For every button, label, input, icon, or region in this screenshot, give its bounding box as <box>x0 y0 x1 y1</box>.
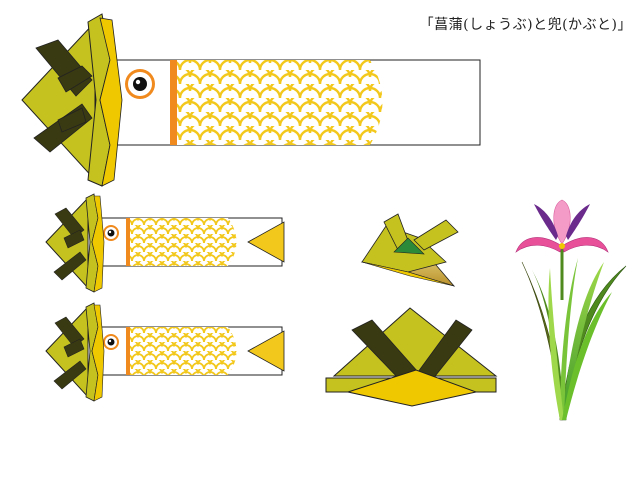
orange-stripe <box>126 218 130 266</box>
fish-scales <box>128 218 237 266</box>
iris-flower-icon <box>515 199 627 421</box>
kabuto-helmet-icon <box>45 302 105 402</box>
tail-fin <box>247 330 285 372</box>
koinobori-small-1 <box>45 193 285 293</box>
fish-eye-icon <box>125 69 155 99</box>
koinobori-small-2 <box>45 302 285 402</box>
fish-scales <box>128 327 237 375</box>
koinobori-large <box>21 13 481 187</box>
fish-scales <box>170 60 383 145</box>
orange-stripe <box>126 327 130 375</box>
caption-title: 「菖蒲(しょうぶ)と兜(かぶと)」 <box>419 17 632 33</box>
kabuto-helmet-icon <box>45 193 105 293</box>
fish-eye-icon <box>103 225 119 241</box>
kabuto-small <box>360 213 459 287</box>
gem-icon <box>393 237 425 255</box>
kabuto-helmet-icon <box>21 13 123 187</box>
kabuto-large <box>325 307 498 407</box>
orange-stripe <box>170 60 177 145</box>
tail-fin <box>247 221 285 263</box>
fish-eye-icon <box>103 334 119 350</box>
